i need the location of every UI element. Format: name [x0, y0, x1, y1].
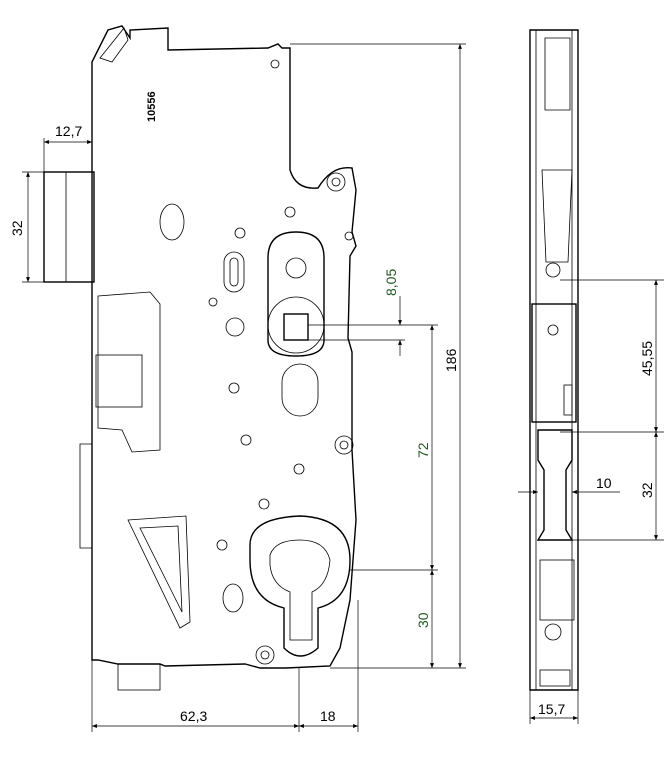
screw	[326, 172, 346, 192]
side-bolt	[536, 429, 574, 541]
oval-slot	[159, 203, 185, 241]
dim-label-latch-depth: 12,7	[55, 123, 82, 139]
dim-upper-spacing: 45,55	[560, 279, 664, 433]
dim-label-bolt-projection: 10	[596, 475, 612, 491]
cylinder-housing	[249, 515, 351, 657]
hole	[216, 539, 228, 551]
top-hook	[99, 27, 129, 63]
side-screw	[547, 324, 559, 336]
bottom-tab	[117, 663, 161, 691]
dim-bolt-projection: 10	[518, 475, 620, 494]
dim-handle-to-cylinder: 72	[350, 325, 438, 571]
dim-label-overall-height: 186	[443, 348, 459, 372]
dim-latch-depth: 12,7	[43, 123, 93, 172]
lower-lever-inner	[139, 525, 183, 613]
dim-overall-height: 186	[290, 43, 466, 669]
side-view: 45,55 32 10 15,7	[518, 29, 664, 724]
front-view: 10556	[9, 25, 466, 732]
dim-label-cylinder-to-bottom: 30	[415, 612, 431, 628]
screw	[334, 435, 354, 455]
side-follower	[541, 169, 573, 263]
side-view-outline	[529, 29, 579, 691]
follower-slot	[281, 363, 319, 417]
dim-cylinder-to-bottom: 30	[415, 570, 434, 668]
dim-label-latch-height: 32	[9, 220, 25, 236]
hole	[234, 227, 246, 239]
dim-label-lower-spacing: 32	[639, 482, 655, 498]
slot	[223, 251, 245, 293]
recess-pocket	[95, 354, 143, 408]
dim-label-side-width: 15,7	[538, 701, 565, 717]
hole	[293, 463, 305, 475]
side-bottom-tab	[539, 669, 571, 687]
dim-label-handle-to-cylinder: 72	[415, 442, 431, 458]
lower-lever	[127, 515, 191, 629]
side-hole	[545, 262, 561, 278]
side-slot	[563, 384, 573, 416]
spindle-square	[283, 313, 309, 341]
side-latch-housing	[531, 303, 577, 423]
hole	[270, 59, 280, 69]
lock-body-outline	[91, 25, 357, 669]
side-top-block	[544, 37, 571, 111]
side-cylinder	[539, 559, 575, 621]
oval-slot	[222, 583, 244, 613]
dim-label-handle-offset: 8,05	[383, 269, 399, 296]
part-number: 10556	[146, 91, 158, 122]
hole	[258, 498, 270, 510]
follower-hub	[285, 257, 307, 279]
screw	[255, 645, 275, 665]
dim-backset: 62,3 18	[91, 600, 359, 732]
hole	[225, 317, 245, 337]
hole	[240, 434, 252, 446]
dim-handle-offset: 8,05	[308, 269, 438, 356]
hole	[228, 382, 240, 394]
dim-label-upper-spacing: 45,55	[639, 341, 655, 376]
lower-latch	[79, 443, 93, 549]
dim-side-width: 15,7	[529, 690, 579, 724]
latch-bolt	[43, 171, 95, 283]
dim-latch-height: 32	[9, 171, 44, 283]
dim-lower-spacing: 32	[560, 432, 664, 541]
dim-label-backset: 62,3	[180, 708, 207, 724]
screw-small	[284, 206, 296, 218]
dim-label-cylinder-offset: 18	[320, 708, 336, 724]
slot-inner	[229, 257, 239, 287]
cylinder-profile	[269, 539, 331, 641]
side-lower-hole	[544, 623, 562, 641]
hole	[344, 231, 354, 241]
handle-follower	[267, 231, 325, 357]
hole	[208, 297, 218, 307]
upper-recess	[97, 291, 161, 453]
